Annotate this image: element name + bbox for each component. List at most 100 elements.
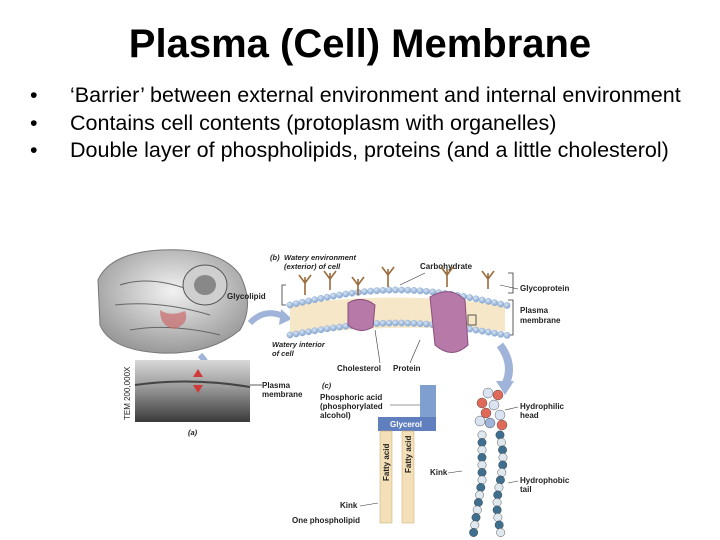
phospholipid-head (286, 301, 294, 309)
plasma-membrane-right-label: membrane (520, 316, 561, 325)
phospholipid-head (410, 319, 418, 327)
hydrophilic-head-label: Hydrophilic (520, 402, 565, 411)
tail-atom (494, 520, 504, 530)
phospholipid-head (298, 298, 306, 306)
tail-atom (497, 468, 507, 477)
cell-illustration (97, 249, 248, 354)
phosphoric-acid-label: Phosphoric acid (320, 393, 382, 402)
head-atom (474, 415, 486, 427)
tail-atom (475, 490, 484, 500)
phospholipid-head (404, 286, 412, 294)
slide-title: Plasma (Cell) Membrane (128, 22, 592, 66)
phospholipid-head (478, 296, 486, 304)
phospholipid-head (286, 331, 294, 339)
phospholipid-schematic: Glycerol Fatty acid Fatty acid (378, 385, 436, 524)
watery-interior-label: Watery interior (272, 340, 326, 349)
membrane-proteins (347, 291, 477, 353)
lipid-bilayer (286, 286, 511, 339)
head-atom (492, 389, 504, 401)
plasma-membrane-figure: TEM 200,000X (a) Plasma membrane (b) Wat… (97, 249, 570, 537)
bullet-marker: • (30, 83, 38, 107)
hydrophobic-tail-label: Hydrophobic (520, 476, 570, 485)
phospholipid-head (298, 329, 306, 337)
phospholipid-head (385, 286, 393, 294)
phospholipid-head (391, 286, 399, 294)
tail-atom (477, 453, 487, 462)
phospholipid-head (311, 327, 319, 335)
phospholipid-head (336, 291, 344, 299)
watery-interior-label: of cell (272, 349, 295, 358)
phospholipid-head (497, 300, 505, 308)
phospholipid-head (379, 319, 387, 327)
arrow-icon (496, 342, 513, 387)
phospholipid-head (503, 331, 511, 339)
phospholipid-head (503, 302, 511, 309)
head-atom (482, 387, 494, 399)
phospholipid-head (360, 288, 368, 296)
phospholipid-head (466, 294, 474, 302)
plasma-membrane-right-label: Plasma (520, 306, 549, 315)
head-atom (496, 419, 508, 431)
tail-atom (495, 430, 505, 440)
phospholipid-head (323, 325, 331, 333)
fatty-acid-label: Fatty acid (382, 444, 391, 481)
phospholipid-head (478, 327, 486, 335)
tail-atom (496, 528, 506, 537)
tail-atom (476, 483, 486, 492)
tail-atom (473, 498, 483, 507)
tail-atom (469, 528, 478, 537)
phospholipid-head (410, 287, 418, 294)
tail-atom (492, 505, 502, 515)
phospholipid-head (348, 289, 356, 297)
tem-label: TEM 200,000X (123, 366, 132, 420)
carbohydrate-chains (298, 266, 495, 295)
phospholipid-head (416, 320, 424, 328)
glycoprotein-label: Glycoprotein (520, 284, 569, 293)
phospholipid-head (398, 319, 405, 327)
cholesterol-label: Cholesterol (337, 364, 381, 373)
panel-a-label: (a) (188, 428, 198, 437)
phospholipid-head (391, 319, 399, 327)
bullet-marker: • (30, 138, 38, 162)
phospholipid-head (416, 287, 424, 295)
bullet-text: ‘Barrier’ between external environment a… (70, 83, 681, 107)
carbohydrate-label: Carbohydrate (420, 262, 473, 271)
head-atom (476, 397, 488, 409)
bullet-item: • ‘Barrier’ between external environment … (30, 82, 690, 110)
tail-atom (477, 430, 487, 440)
phospholipid-head (317, 326, 325, 334)
phospholipid-head (491, 299, 498, 307)
phospholipid-head (422, 287, 430, 295)
tail-atom (477, 445, 487, 455)
one-phospholipid-label: One phospholipid (292, 516, 360, 525)
head-atom (494, 409, 506, 421)
glycolipid-label: Glycolipid (227, 292, 266, 301)
bullet-list: • ‘Barrier’ between external environment … (30, 82, 690, 165)
phospholipid-head (472, 326, 480, 334)
tail-atom (497, 438, 506, 447)
watery-exterior-label: Watery environment (284, 253, 356, 262)
tail-atom (477, 468, 487, 477)
phospholipid-head (323, 293, 331, 301)
tail-atom (477, 475, 487, 485)
phosphoric-acid-label: (phosphorylated (320, 402, 383, 411)
phospholipid-head (317, 295, 325, 302)
tail-atom (493, 490, 503, 500)
phospholipid-head (342, 290, 350, 298)
tem-micrograph: TEM 200,000X (a) (123, 360, 251, 437)
phospholipid-head (484, 328, 492, 336)
bullet-marker: • (30, 110, 38, 135)
panel-c-label: (c) (322, 381, 332, 390)
tail-atom (498, 460, 508, 470)
hydrophilic-head-label: head (520, 411, 539, 420)
plasma-membrane-left-label: membrane (262, 390, 303, 399)
phosphoric-acid-label: alcohol) (320, 411, 351, 420)
watery-exterior-label: (exterior) of cell (284, 262, 341, 271)
phospholipid-head (379, 286, 387, 294)
phospholipid-head (373, 320, 381, 327)
phospholipid-head (367, 287, 374, 295)
phospholipid-head (398, 286, 405, 294)
tail-atom (472, 505, 482, 515)
phospholipid-head (472, 295, 480, 303)
phospholipid-head (385, 319, 393, 327)
